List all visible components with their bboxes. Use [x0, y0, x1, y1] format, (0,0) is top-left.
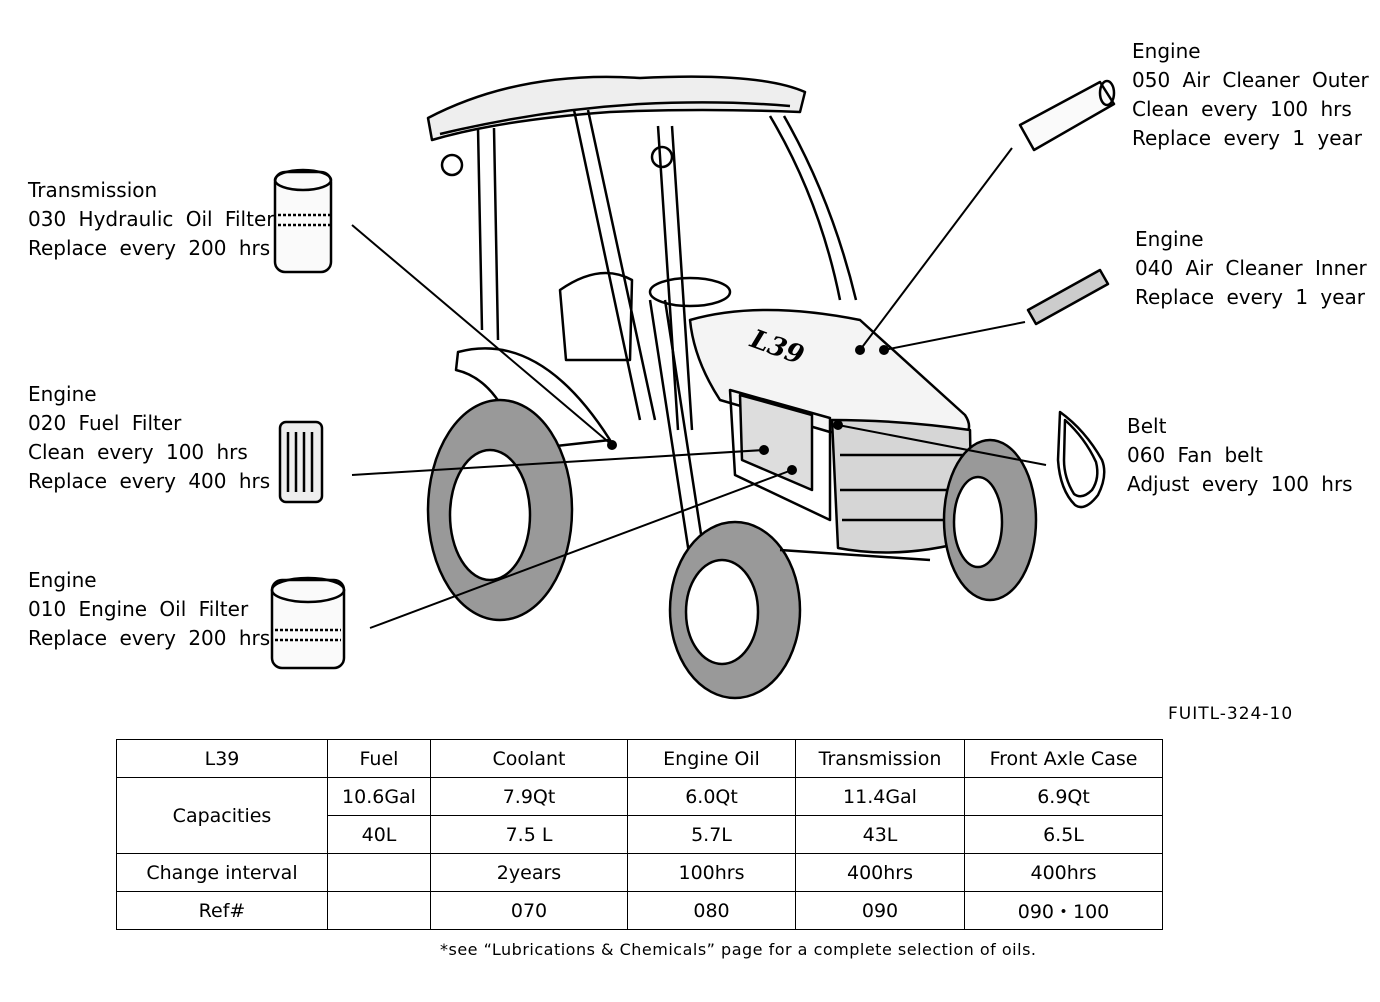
table-header-cell: Fuel: [327, 739, 431, 778]
callout-group: Engine: [1132, 39, 1201, 63]
callout-interval: Replace every 200 hrs: [28, 236, 271, 260]
callout-interval: Replace every 400 hrs: [28, 469, 271, 493]
row-label: Change interval: [116, 853, 328, 892]
table-cell: 100hrs: [627, 853, 796, 892]
air-cleaner-outer-icon: [1018, 79, 1116, 152]
callout-group: Belt: [1127, 414, 1167, 438]
table-cell: 7.9Qt: [430, 777, 628, 816]
callout-part: 010 Engine Oil Filter: [28, 597, 249, 621]
hydraulic-filter-icon: [273, 168, 333, 274]
callout-interval: Adjust every 100 hrs: [1127, 472, 1353, 496]
callout-part: 050 Air Cleaner Outer: [1132, 68, 1369, 92]
row-label: Capacities: [116, 777, 328, 854]
callout-group: Transmission: [28, 178, 158, 202]
callout-group: Engine: [28, 568, 97, 592]
callout-fuel-filter: Engine 020 Fuel Filter Clean every 100 h…: [28, 380, 270, 496]
callout-part: 020 Fuel Filter: [28, 411, 182, 435]
callout-interval: Replace every 1 year: [1135, 285, 1366, 309]
table-cell: 070: [430, 891, 628, 930]
table-header-cell: Front Axle Case: [964, 739, 1163, 778]
table-header-cell: Engine Oil: [627, 739, 796, 778]
callout-part: 030 Hydraulic Oil Filter: [28, 207, 275, 231]
callout-interval: Replace every 200 hrs: [28, 626, 271, 650]
callout-group: Engine: [1135, 227, 1204, 251]
table-cell: 6.0Qt: [627, 777, 796, 816]
table-header-cell: Coolant: [430, 739, 628, 778]
air-cleaner-inner-icon: [1026, 268, 1110, 326]
table-cell: 43L: [795, 815, 965, 854]
callout-engine-oil-filter: Engine 010 Engine Oil Filter Replace eve…: [28, 566, 270, 653]
table-row: Change interval 2years 100hrs 400hrs 400…: [116, 853, 1163, 892]
callout-part: 060 Fan belt: [1127, 443, 1263, 467]
callout-air-cleaner-inner: Engine 040 Air Cleaner Inner Replace eve…: [1135, 225, 1367, 312]
table-cell: 6.9Qt: [964, 777, 1163, 816]
table-cell: 090: [795, 891, 965, 930]
callout-group: Engine: [28, 382, 97, 406]
table-row: 40L 7.5 L 5.7L 43L 6.5L: [117, 815, 1163, 854]
oil-filter-icon: [270, 576, 346, 670]
table-row: Capacities 10.6Gal 7.9Qt 6.0Qt 11.4Gal 6…: [116, 777, 1163, 854]
callout-part: 040 Air Cleaner Inner: [1135, 256, 1367, 280]
table-cell: [327, 891, 431, 930]
table-cell: 11.4Gal: [795, 777, 965, 816]
table-cell: 2years: [430, 853, 628, 892]
footnote: *see “Lubrications & Chemicals” page for…: [440, 940, 1037, 959]
callout-fan-belt: Belt 060 Fan belt Adjust every 100 hrs: [1127, 412, 1353, 499]
fan-belt-icon: [1056, 410, 1106, 509]
table-header-cell: Transmission: [795, 739, 965, 778]
row-label: Ref#: [116, 891, 328, 930]
table-header-row: L39 Fuel Coolant Engine Oil Transmission…: [116, 739, 1163, 778]
callout-interval: Clean every 100 hrs: [1132, 97, 1352, 121]
table-cell: 7.5 L: [430, 815, 628, 854]
table-cell: 080: [627, 891, 796, 930]
table-cell: 400hrs: [964, 853, 1163, 892]
table-cell: 40L: [327, 815, 431, 854]
table-header-cell: L39: [116, 739, 328, 778]
table-cell: 090・100: [964, 891, 1163, 930]
table-cell: [327, 853, 431, 892]
callout-hydraulic-oil-filter: Transmission 030 Hydraulic Oil Filter Re…: [28, 176, 274, 263]
table-cell: 400hrs: [795, 853, 965, 892]
figure-code: FUITL-324-10: [1168, 704, 1294, 724]
callout-interval: Replace every 1 year: [1132, 126, 1363, 150]
table-cell: 6.5L: [964, 815, 1163, 854]
callout-interval: Clean every 100 hrs: [28, 440, 248, 464]
capacities-table: L39 Fuel Coolant Engine Oil Transmission…: [116, 739, 1163, 930]
table-cell: 5.7L: [627, 815, 796, 854]
table-cell: 10.6Gal: [327, 777, 431, 816]
fuel-filter-icon: [278, 420, 324, 504]
callout-air-cleaner-outer: Engine 050 Air Cleaner Outer Clean every…: [1132, 37, 1369, 153]
table-row: Ref# 070 080 090 090・100: [116, 891, 1163, 930]
